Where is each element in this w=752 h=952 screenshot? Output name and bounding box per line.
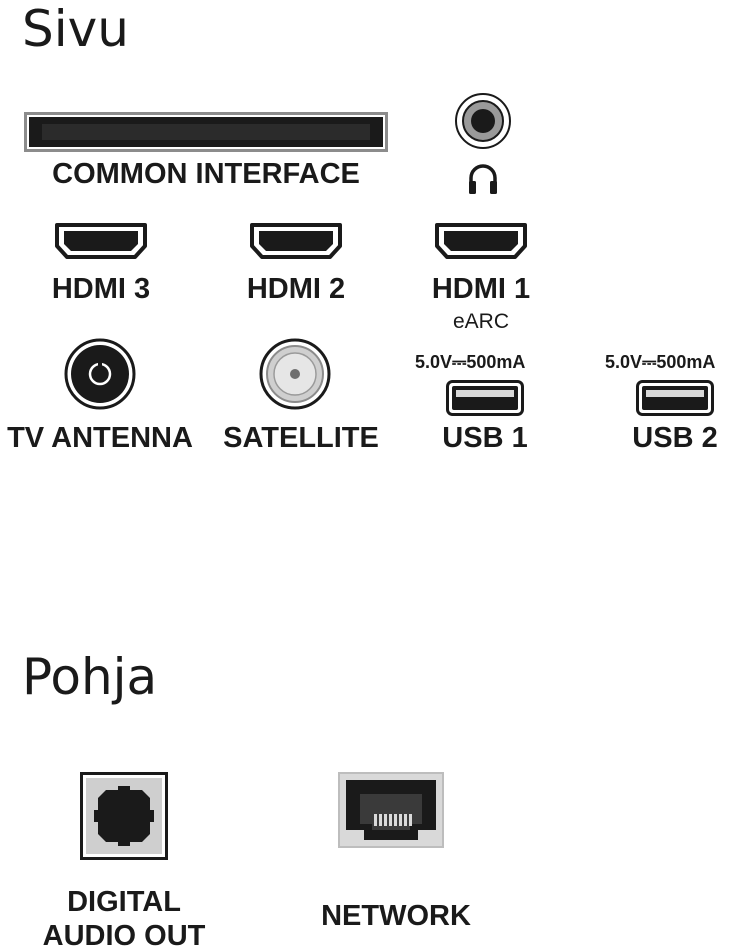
hdmi1-earc-label: eARC <box>452 310 510 333</box>
ci-slot-icon <box>24 112 388 152</box>
digital-audio-out-label-line2: AUDIO OUT <box>42 920 206 952</box>
ci-label: COMMON INTERFACE <box>52 158 360 190</box>
antenna-port-icon <box>64 338 136 410</box>
headphone-icon <box>465 161 501 197</box>
hdmi3-label: HDMI 3 <box>51 273 151 305</box>
hdmi3-port-icon <box>52 222 150 260</box>
hdmi1-port-icon <box>432 222 530 260</box>
satellite-label: SATELLITE <box>223 422 379 454</box>
section-title-side: Sivu <box>22 0 129 58</box>
satellite-port-icon <box>259 338 331 410</box>
usb2-power-spec: 5.0V⎓500mA <box>605 352 716 372</box>
usb2-label: USB 2 <box>632 422 718 454</box>
tv-antenna-label: TV ANTENNA <box>7 422 193 454</box>
optical-port-icon <box>80 772 168 860</box>
usb1-power-spec: 5.0V⎓500mA <box>415 352 526 372</box>
hdmi2-port-icon <box>247 222 345 260</box>
ethernet-port-icon <box>338 772 444 848</box>
network-label: NETWORK <box>321 900 471 932</box>
usb2-port-icon <box>636 380 714 416</box>
digital-audio-out-label-line1: DIGITAL <box>67 886 181 918</box>
usb1-label: USB 1 <box>442 422 528 454</box>
hdmi1-label: HDMI 1 <box>431 273 531 305</box>
usb1-port-icon <box>446 380 524 416</box>
hdmi2-label: HDMI 2 <box>246 273 346 305</box>
section-title-bottom: Pohja <box>22 648 158 706</box>
headphone-jack-icon <box>455 93 511 149</box>
